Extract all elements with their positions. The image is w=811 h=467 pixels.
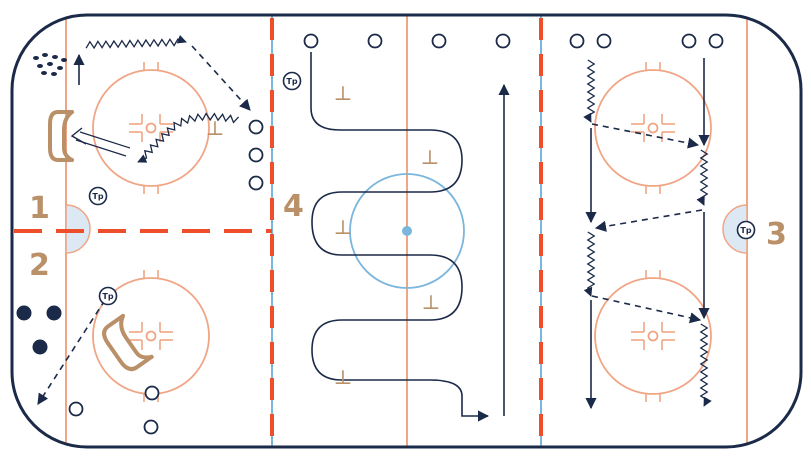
player-icon <box>708 33 724 49</box>
pylons: ⊥ ⊥ ⊥ ⊥ ⊥ ⊥ <box>206 81 441 389</box>
svg-text:Tp: Tp <box>92 192 103 201</box>
divider-lines <box>14 18 543 444</box>
player-icon <box>431 33 447 49</box>
faceoff-circle <box>594 62 712 194</box>
zone-label-1: 1 <box>29 191 50 226</box>
pylon-icon: ⊥ <box>334 81 353 105</box>
svg-text:Tp: Tp <box>740 226 751 235</box>
player-icon <box>367 33 383 49</box>
coach-icon: Tp <box>88 186 108 206</box>
player-icon <box>16 305 32 321</box>
zone-labels: 1 2 3 4 <box>29 189 787 283</box>
faceoff-circles <box>92 62 712 402</box>
rink-boards <box>10 13 803 449</box>
carry-path <box>137 112 240 163</box>
zone-label-2: 2 <box>29 248 50 283</box>
pylon-icon: ⊥ <box>422 290 441 314</box>
pylon-icon: ⊥ <box>206 116 225 140</box>
player-icon <box>303 33 319 49</box>
coach-icon: Tp <box>98 286 118 306</box>
svg-text:Tp: Tp <box>102 292 113 301</box>
player-icon <box>248 147 264 163</box>
pylon-icon: ⊥ <box>334 215 353 239</box>
faceoff-circle <box>92 62 210 194</box>
shot-arrow <box>70 127 131 157</box>
drill-paths <box>37 34 712 422</box>
carry-path <box>583 59 596 123</box>
player-icon <box>495 33 511 49</box>
players <box>16 33 724 435</box>
player-icon <box>68 401 84 417</box>
svg-text:Tp: Tp <box>286 77 297 86</box>
player-icon <box>144 385 160 401</box>
skate-path <box>310 52 490 422</box>
faceoff-circle <box>594 270 712 402</box>
player-icon <box>248 175 264 191</box>
player-icon <box>596 33 612 49</box>
center-dot <box>402 226 412 236</box>
player-icon <box>681 33 697 49</box>
pylon-icon: ⊥ <box>334 365 353 389</box>
zone-label-4: 4 <box>283 189 304 224</box>
carry-path <box>85 34 187 50</box>
player-icon <box>32 339 48 355</box>
pass-path <box>591 295 702 324</box>
player-icon <box>143 419 159 435</box>
coach-icon: Tp <box>282 71 302 91</box>
pass-path <box>594 209 703 232</box>
puck-pile-icon <box>33 53 67 76</box>
net-icon <box>102 313 154 372</box>
center-circle <box>349 173 465 289</box>
pass-path <box>191 45 251 111</box>
player-icon <box>248 119 264 135</box>
coach-icon: Tp <box>736 220 756 240</box>
net-icon <box>48 110 74 162</box>
pylon-icon: ⊥ <box>421 145 440 169</box>
pass-path <box>37 299 106 405</box>
pass-path <box>591 123 700 149</box>
zone-label-3: 3 <box>766 217 787 252</box>
carry-path <box>696 149 709 206</box>
carry-path <box>699 323 712 407</box>
goal-crease-right <box>722 204 748 254</box>
player-icon <box>569 33 585 49</box>
player-icon <box>46 305 62 321</box>
carry-path <box>583 231 596 297</box>
